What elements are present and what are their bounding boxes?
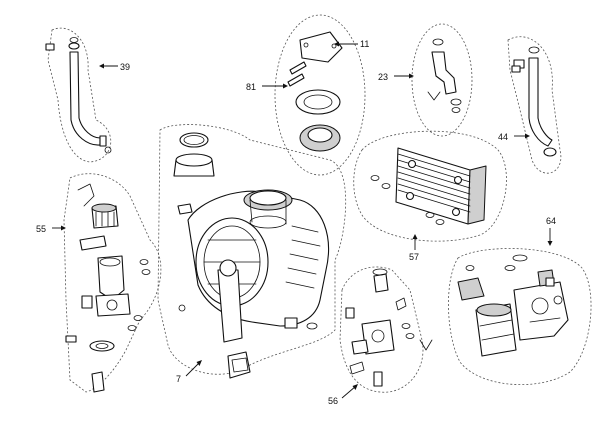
callout-56: 56	[328, 396, 338, 406]
callout-55: 55	[36, 224, 46, 234]
callout-11: 11	[360, 39, 369, 49]
group-81-ring-assembly	[274, 14, 366, 176]
callout-81: 81	[246, 82, 256, 92]
callout-leaders	[52, 41, 553, 399]
callout-64: 64	[546, 216, 556, 226]
group-55-valve-assembly	[63, 173, 162, 393]
callout-7: 7	[176, 374, 181, 384]
group-7-main-housing	[157, 124, 347, 379]
group-64-pump	[448, 248, 592, 386]
group-23-fitting	[411, 23, 473, 137]
callout-57: 57	[409, 252, 419, 262]
callout-23: 23	[378, 72, 388, 82]
group-44-pipe	[507, 36, 562, 174]
group-39-pipe	[45, 27, 112, 163]
callout-44: 44	[498, 132, 508, 142]
group-57-plate-heat-exchanger	[353, 130, 507, 242]
callout-39: 39	[120, 62, 130, 72]
group-56-valve	[339, 266, 433, 393]
